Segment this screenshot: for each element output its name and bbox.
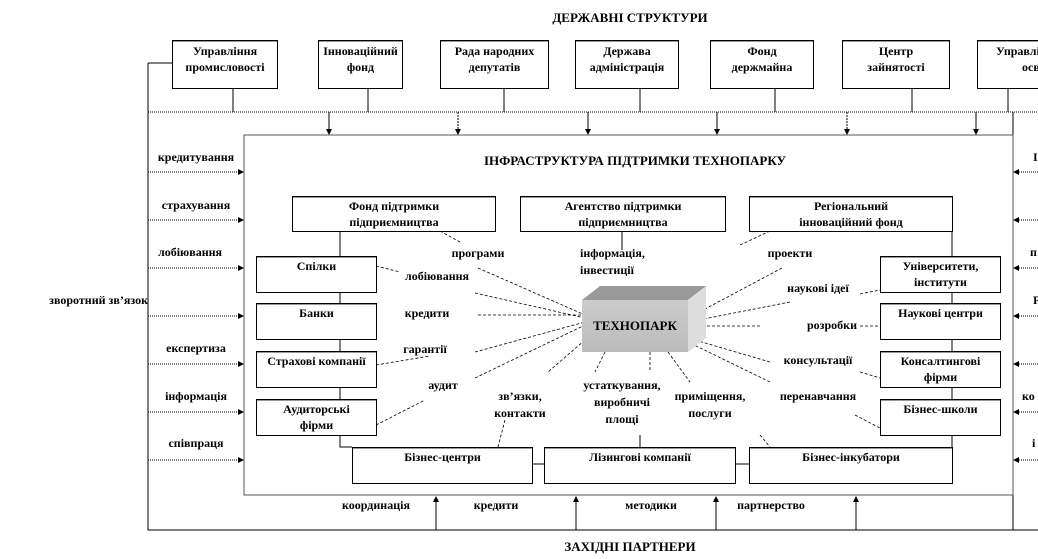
insurance-box: Страхові компанії <box>256 351 377 388</box>
banks-box: Банки <box>256 303 377 340</box>
leasing-box: Лізингові компанії <box>544 447 736 484</box>
spoke-programs: програми <box>451 246 505 260</box>
flow-expertise: експертиза <box>166 341 226 355</box>
right-flow-6: ко <box>1022 389 1035 403</box>
science-centers-box: Наукові центри <box>880 303 1001 340</box>
spoke-lobbying: лобіювання <box>404 269 470 283</box>
spoke-ideas: наукові ідеї <box>787 281 849 295</box>
spoke-premises: приміщення,послуги <box>674 389 746 420</box>
business-schools-box: Бізнес-школи <box>880 399 1001 436</box>
right-flow-7: і <box>1032 436 1036 450</box>
right-flow-1: І <box>1033 150 1038 164</box>
spoke-audit: аудит <box>428 378 458 392</box>
flow-feedback: зворотний зв’язок <box>49 293 148 307</box>
business-centers-box: Бізнес-центри <box>352 447 533 484</box>
cube-top <box>582 286 706 300</box>
right-flow-3: п <box>1030 245 1037 259</box>
spoke-development: розробки <box>807 318 857 332</box>
technopark-label: ТЕХНОПАРК <box>593 318 677 333</box>
spoke-guarantees: гарантії <box>403 342 447 356</box>
cube-side <box>688 286 706 352</box>
flow-methods: методики <box>625 498 677 512</box>
spoke-projects: проекти <box>767 246 813 260</box>
flow-crediting: кредитування <box>157 150 235 164</box>
state-body-education: Управліосві <box>977 40 1038 89</box>
incubators-box: Бізнес-інкубатори <box>749 447 953 484</box>
spoke-consulting: консультації <box>783 353 853 367</box>
spoke-retraining: перенавчання <box>779 389 857 403</box>
flow-credits: кредити <box>473 498 519 512</box>
universities-box: Університети,інститути <box>880 256 1001 293</box>
state-structures-title: ДЕРЖАВНІ СТРУКТУРИ <box>552 10 708 25</box>
technopark-cube: ТЕХНОПАРК <box>582 300 688 352</box>
spoke-info: інформація,інвестиції <box>580 246 645 277</box>
spoke-links: зв’язки,контакти <box>494 389 546 420</box>
unions-box: Спілки <box>256 256 377 293</box>
infrastructure-title: ІНФРАСТРУКТУРА ПІДТРИМКИ ТЕХНОПАРКУ <box>483 153 787 168</box>
flow-information: інформація <box>165 389 227 403</box>
western-partners-title: ЗАХІДНІ ПАРТНЕРИ <box>564 539 696 554</box>
flow-lobbying: лобіювання <box>157 245 223 259</box>
flow-insurance: страхування <box>161 198 231 212</box>
spoke-credits: кредити <box>404 306 450 320</box>
flow-partnership: партнерство <box>737 498 805 512</box>
flow-cooperation: співпраця <box>168 436 224 450</box>
right-flow-4: Р <box>1033 293 1038 307</box>
flow-coordination: координація <box>342 498 410 512</box>
